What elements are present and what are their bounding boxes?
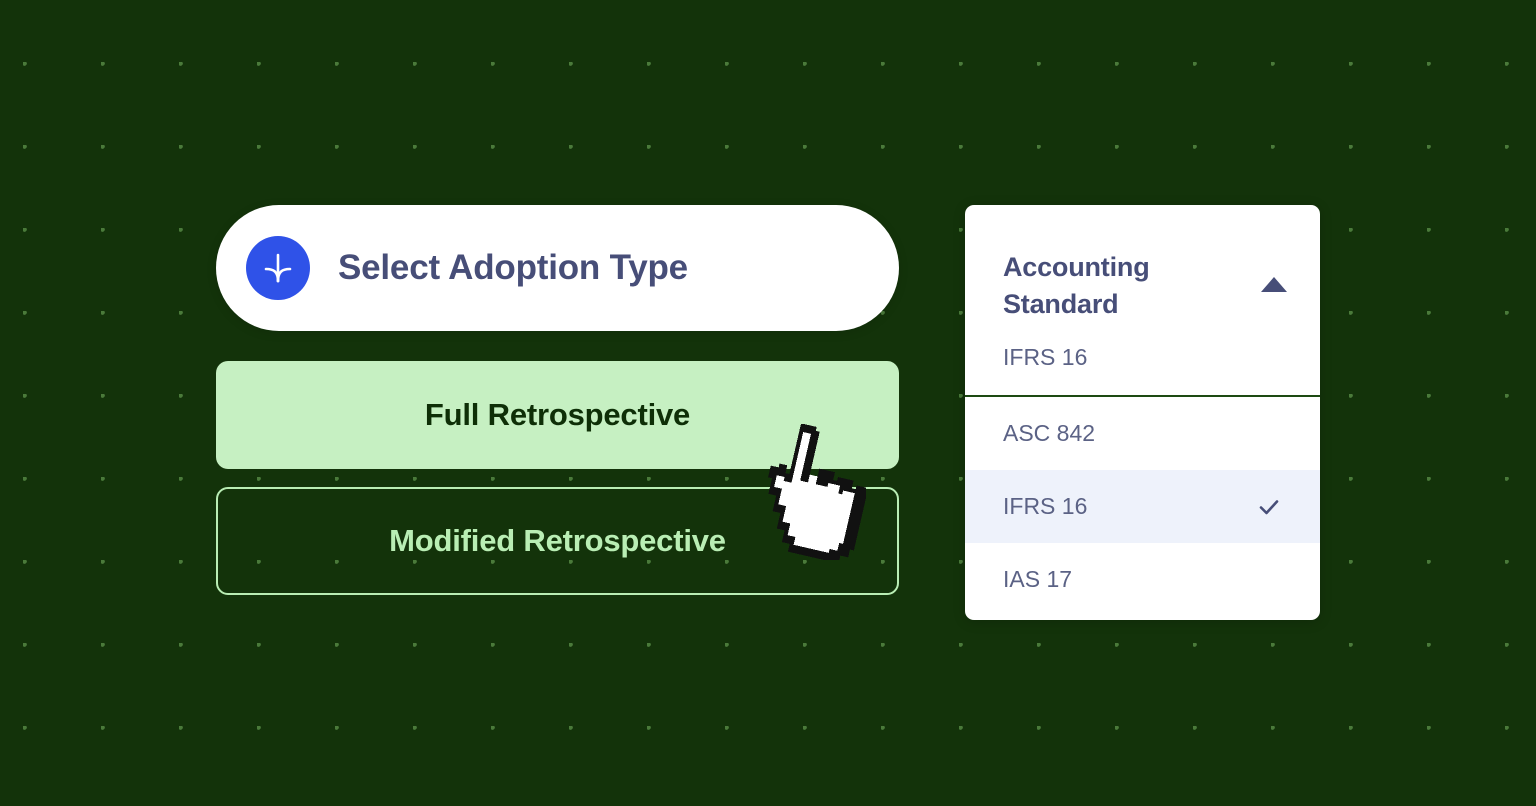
accounting-standard-option-label: IFRS 16 — [1003, 493, 1088, 519]
accounting-standard-option[interactable]: IFRS 16 — [965, 470, 1320, 543]
full-retrospective-button[interactable]: Full Retrospective — [216, 361, 899, 469]
accounting-standard-option-label: ASC 842 — [1003, 420, 1096, 446]
select-adoption-type-pill[interactable]: Select Adoption Type — [216, 205, 899, 331]
accounting-standard-header[interactable]: Accounting Standard IFRS 16 — [965, 205, 1320, 397]
download-arrow-icon — [246, 236, 310, 300]
accounting-standard-title: Accounting Standard — [1003, 252, 1150, 320]
accounting-standard-option[interactable]: ASC 842 — [965, 397, 1320, 470]
adoption-type-panel: Select Adoption Type Full Retrospective … — [216, 205, 899, 595]
modified-retrospective-button[interactable]: Modified Retrospective — [216, 487, 899, 595]
select-adoption-type-label: Select Adoption Type — [338, 248, 688, 287]
accounting-standard-selected-value: IFRS 16 — [1003, 343, 1088, 370]
accounting-standard-option-label: IAS 17 — [1003, 566, 1073, 592]
check-icon — [1256, 494, 1282, 520]
full-retrospective-label: Full Retrospective — [424, 397, 691, 432]
chevron-up-icon[interactable] — [1261, 277, 1287, 292]
modified-retrospective-label: Modified Retrospective — [389, 523, 726, 558]
accounting-standard-option[interactable]: IAS 17 — [965, 543, 1320, 616]
